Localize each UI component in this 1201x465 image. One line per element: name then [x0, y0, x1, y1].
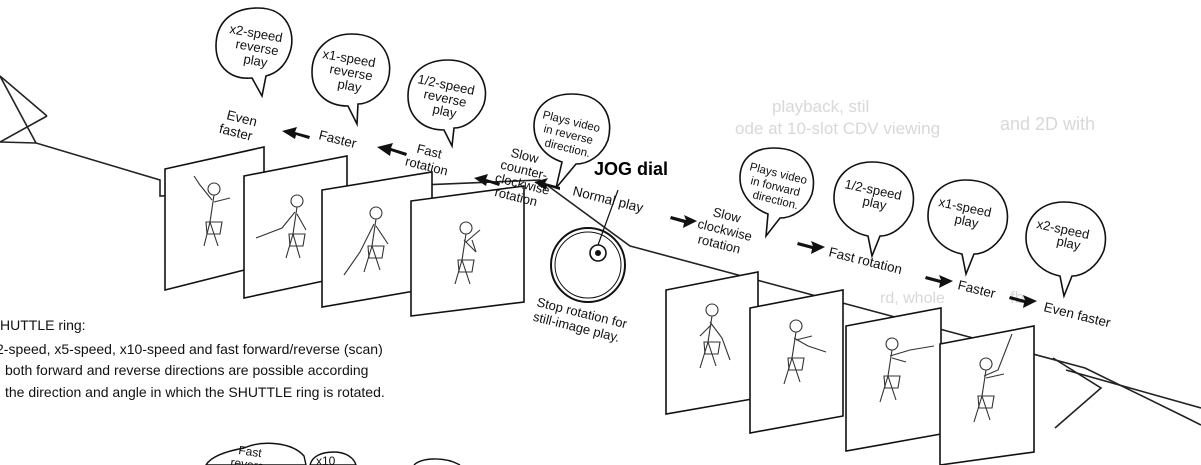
golfer-figure: [255, 194, 307, 259]
bubble-line: play: [242, 51, 269, 70]
reverse-slow-line: Slow: [509, 145, 541, 167]
bubble-reverse-x2: x2-speed reverse play: [215, 7, 293, 99]
reverse-fast-label: Fast rotation: [404, 141, 450, 179]
shuttle-arrow: [0, 75, 1201, 429]
golfer-figure: [699, 303, 731, 369]
bubble-forward-half: 1/2-speed play: [833, 161, 915, 259]
reverse-faster-label: Faster: [317, 127, 358, 151]
golfer-figure: [879, 337, 935, 403]
bubble-forward-plays: Plays video in forward direction.: [739, 147, 815, 239]
golfer-figure: [454, 221, 481, 285]
bubble-line: reverse: [234, 36, 279, 58]
jog-dial-title: JOG dial: [594, 159, 668, 179]
jog-dial: [550, 189, 626, 303]
forward-frames: [665, 271, 1035, 465]
bubble-line: x10: [316, 454, 336, 465]
ghost-text-group: ode at 10-slot CDV viewing playback, sti…: [340, 97, 1095, 307]
bubble-line: Fast: [238, 443, 264, 460]
golfer-figure: [783, 319, 827, 385]
normal-play-left-arrow: [534, 178, 560, 190]
reverse-slow-arrow: [474, 174, 500, 186]
forward-slow-label: Slow clockwise rotation: [696, 204, 754, 256]
reverse-faster-arrow: [282, 127, 310, 139]
bubble-reverse-half: 1/2-speed reverse play: [407, 59, 487, 149]
ghost-text: rd, whole: [880, 290, 945, 307]
ghost-text: fb: [1010, 288, 1024, 307]
shuttle-ring-line: both forward and reverse directions are …: [5, 362, 368, 378]
shuttle-ring-line: 2-speed, x5-speed, x10-speed and fast fo…: [0, 341, 383, 357]
reverse-frames: [164, 146, 525, 317]
bubble-line: play: [1055, 233, 1082, 253]
reverse-slow-label: Slow counter- clockwise rotation: [493, 145, 551, 209]
bubble-reverse-x1: x1-speed reverse play: [311, 33, 391, 128]
normal-play-right-arrow: [670, 215, 697, 228]
video-frame: [665, 271, 759, 415]
shuttle-ring-description: HUTTLE ring: 2-speed, x5-speed, x10-spee…: [0, 317, 385, 400]
forward-even-faster-arrow: [1009, 295, 1037, 308]
bubble-reverse-plays: Plays video in reverse direction.: [533, 93, 611, 189]
ghost-text: playback, stil: [772, 97, 869, 116]
ghost-text: and 2D with: [1000, 114, 1095, 134]
video-frame: [410, 185, 525, 317]
bubble-line: revers: [230, 455, 265, 465]
forward-even-faster-label: Even faster: [1042, 299, 1112, 330]
forward-faster-label: Faster: [956, 277, 997, 301]
forward-slow-line: Slow: [711, 204, 743, 226]
shuttle-ring-line: the direction and angle in which the SHU…: [5, 384, 385, 400]
reverse-even-faster-line: Even: [225, 107, 258, 129]
bubble-bottom-x10: x10: [309, 451, 461, 465]
bubble-forward-x2: x2-speed play: [1025, 201, 1107, 299]
bubble-line: reverse: [328, 61, 373, 83]
ghost-text: ode at 10-slot CDV viewing: [735, 119, 940, 138]
forward-fast-arrow: [797, 241, 825, 254]
reverse-fast-arrow: [377, 143, 407, 156]
bubble-forward-x1: x1-speed play: [927, 179, 1009, 277]
bubble-bottom-fast-reverse: Fast revers: [205, 442, 307, 465]
bubble-line: play: [431, 101, 458, 121]
video-frame: [845, 307, 942, 452]
bubble-line: play: [953, 211, 980, 231]
reverse-even-faster-label: Even faster: [218, 107, 259, 143]
golfer-figure: [343, 206, 389, 276]
golfer-figure: [973, 333, 1013, 423]
forward-fast-label: Fast rotation: [827, 244, 903, 277]
forward-faster-arrow: [925, 275, 953, 288]
bubble-line: play: [861, 193, 888, 213]
bubble-line: play: [336, 76, 363, 95]
golfer-figure: [193, 175, 231, 247]
shuttle-ring-title: HUTTLE ring:: [0, 317, 86, 333]
reverse-fast-line: Fast: [415, 141, 444, 162]
video-frame: [749, 289, 844, 434]
